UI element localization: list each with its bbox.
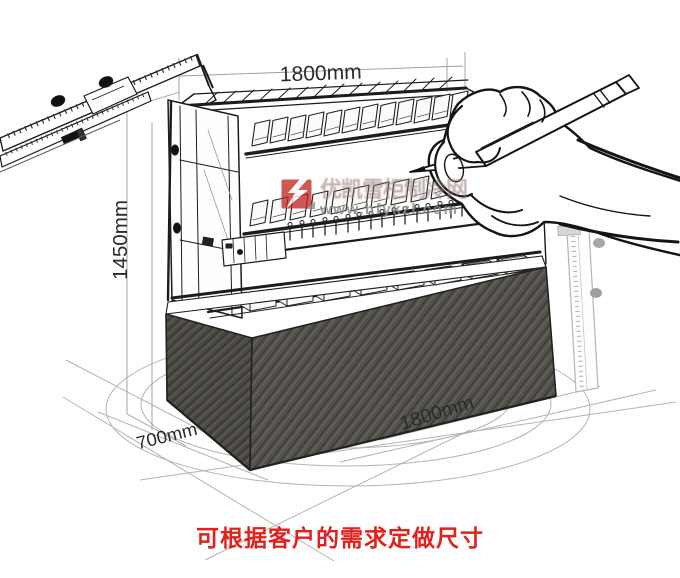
caliper-sketch	[0, 53, 217, 173]
vertical-ruler-sketch	[557, 211, 605, 393]
dimension-lines	[126, 52, 466, 447]
left-end-panel	[167, 99, 243, 319]
caption-text: 可根据客户的需求定做尺寸	[196, 525, 484, 551]
dimension-label-top-width: 1800mm	[279, 61, 362, 87]
cabinet-base	[165, 266, 557, 472]
hand-with-pencil-sketch	[409, 74, 680, 257]
compressor-box	[221, 231, 287, 267]
dimension-label-left-height: 1450mm	[110, 200, 132, 280]
glass-lid-slats	[204, 76, 453, 105]
